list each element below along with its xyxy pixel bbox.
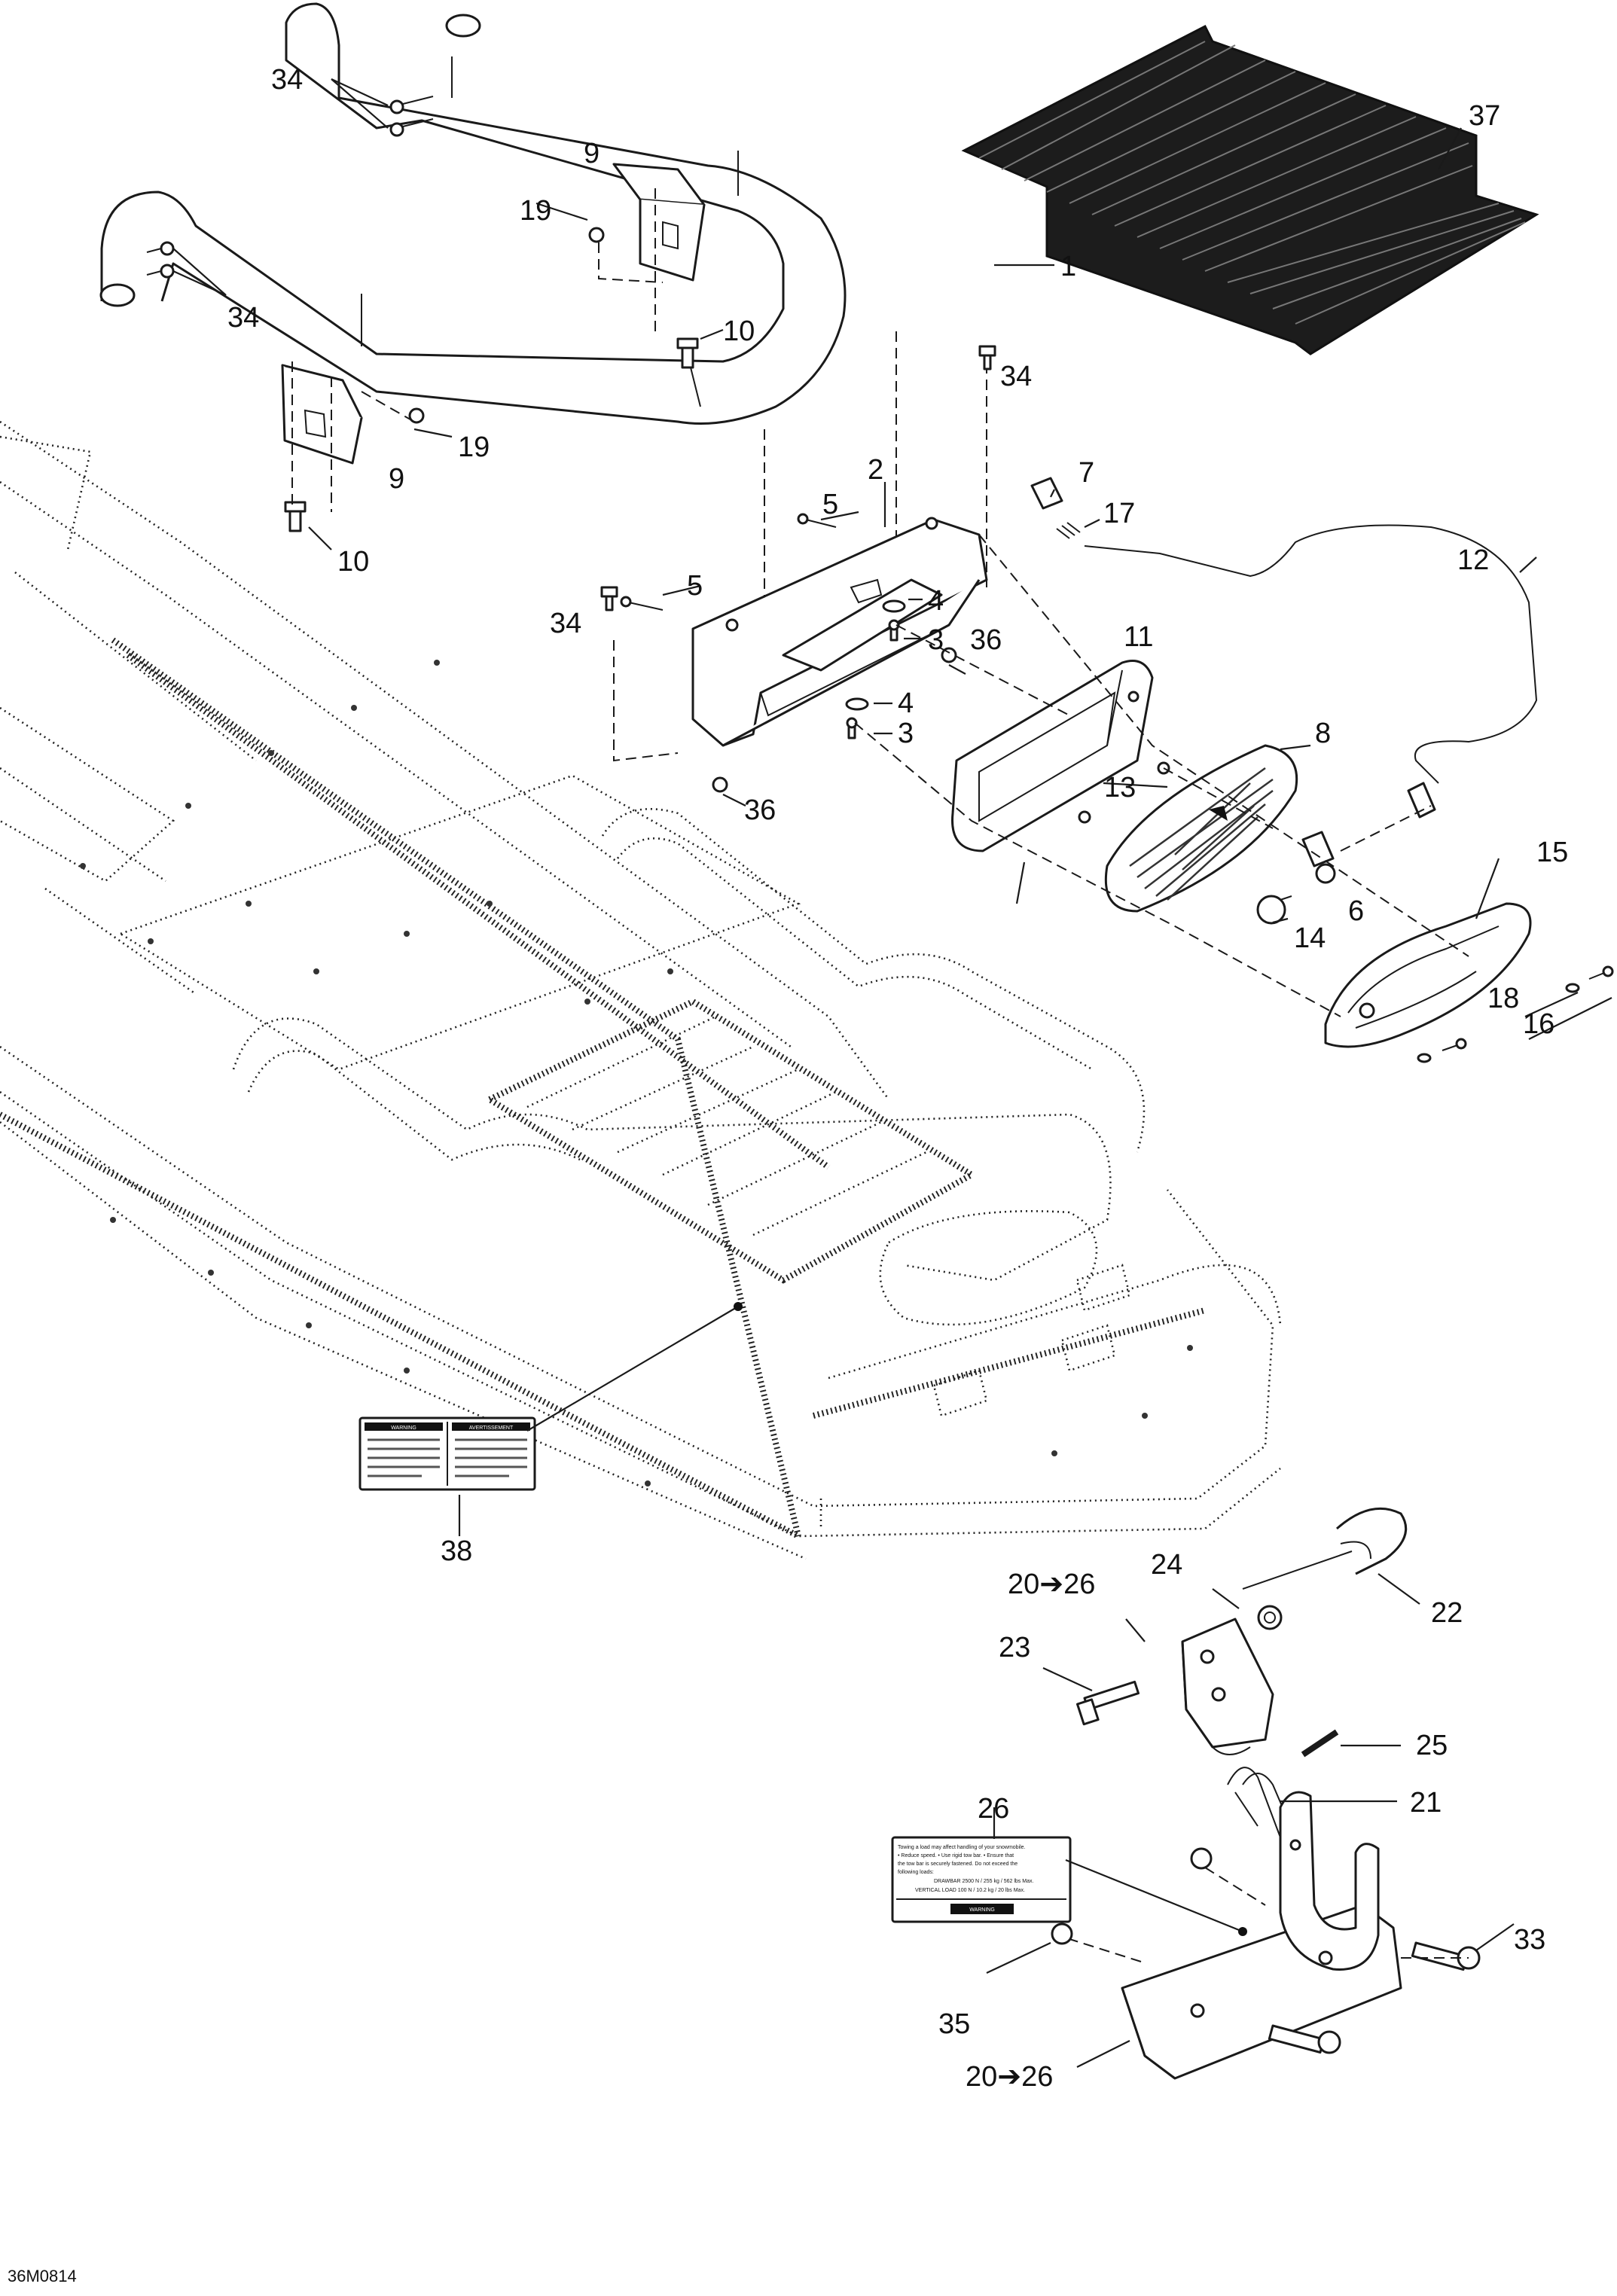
callout-1: 1 — [1060, 251, 1076, 282]
callout-8: 8 — [1315, 718, 1331, 749]
callout-9-lower: 9 — [389, 463, 404, 495]
callout-2: 2 — [868, 454, 883, 486]
rivet-dots — [80, 660, 1193, 1486]
callout-9-upper: 9 — [584, 138, 600, 169]
nut-part-24 — [1257, 1605, 1283, 1630]
callout-4-upper: 4 — [928, 585, 944, 617]
decal-38-warning-fr: AVERTISSEMENT — [469, 1425, 514, 1431]
screw-part-16 — [1442, 965, 1614, 1051]
hitch-latch-part-20 — [1181, 1618, 1274, 1755]
nut-part-19 — [408, 227, 605, 424]
nut-part-36 — [712, 647, 957, 793]
callout-4-lower: 4 — [898, 688, 914, 719]
callout-10-lower: 10 — [337, 546, 369, 578]
callout-26: 26 — [978, 1793, 1009, 1825]
bracket-part-9-upper — [612, 163, 706, 282]
callout-21: 21 — [1410, 1787, 1442, 1819]
screw-part-34-lower — [600, 345, 996, 611]
hitch-pin-part-22 — [1242, 1507, 1408, 1590]
decal-26-line-6: VERTICAL LOAD 100 N / 10.2 kg / 20 lbs M… — [915, 1888, 1025, 1893]
callout-20-upper: 20➔26 — [1008, 1569, 1095, 1600]
callout-7: 7 — [1079, 457, 1094, 489]
callout-38: 38 — [441, 1535, 472, 1567]
nut-part-35 — [1051, 1847, 1213, 1945]
callout-19-upper: 19 — [520, 195, 551, 227]
hitch-bracket-part-20 — [1121, 1791, 1402, 2080]
terminal-part-17 — [1056, 522, 1081, 539]
wiring-harness-part-12 — [1084, 524, 1538, 819]
decal-26-line-1: Towing a load may affect handling of you… — [898, 1845, 1026, 1850]
callout-36-upper: 36 — [970, 624, 1002, 656]
decal-26-line-4: following loads: — [898, 1870, 934, 1875]
callout-19-lower: 19 — [458, 431, 490, 463]
callout-23: 23 — [999, 1632, 1030, 1663]
callout-18: 18 — [1487, 983, 1519, 1014]
light-housing-part-11 — [951, 660, 1154, 852]
callout-12: 12 — [1457, 544, 1489, 576]
warning-decal-part-38: WARNING AVERTISSEMENT — [358, 1416, 536, 1491]
callout-14: 14 — [1294, 922, 1326, 954]
callout-13: 13 — [1104, 772, 1136, 803]
callout-17: 17 — [1103, 498, 1135, 529]
callout-34-mid: 34 — [550, 608, 581, 639]
leader-lines — [172, 78, 1612, 2068]
bulb-part-14 — [1256, 895, 1292, 925]
rack-mat-part-37 — [961, 24, 1539, 355]
roll-pin-part-25 — [1301, 1729, 1339, 1758]
callout-10-upper: 10 — [723, 316, 755, 347]
callout-35: 35 — [938, 2008, 970, 2040]
callout-37: 37 — [1469, 100, 1500, 132]
callout-15: 15 — [1536, 837, 1568, 868]
bolt-part-23 — [1075, 1680, 1140, 1726]
callout-24: 24 — [1151, 1549, 1182, 1581]
screw-part-34 — [146, 96, 434, 279]
washer-part-4 — [845, 599, 906, 711]
decal-26-line-5: DRAWBAR 2500 N / 255 kg / 562 lbs Max. — [934, 1879, 1033, 1884]
diagram-code: 36M0814 — [8, 2267, 77, 2285]
callout-11: 11 — [1124, 621, 1153, 653]
callout-5-upper: 5 — [822, 489, 838, 520]
callout-34-right: 34 — [1000, 361, 1032, 392]
spring-part-21 — [1227, 1767, 1296, 1838]
callout-33: 33 — [1514, 1924, 1545, 1956]
callout-34-top: 34 — [271, 64, 303, 96]
callout-22: 22 — [1431, 1597, 1463, 1629]
lens-part-15 — [1324, 902, 1532, 1048]
callout-3-lower: 3 — [898, 718, 914, 749]
screw-part-3 — [846, 619, 900, 739]
callout-20-lower: 20➔26 — [966, 2061, 1053, 2093]
callout-16: 16 — [1523, 1008, 1554, 1040]
grab-handle-part-1 — [99, 2, 847, 425]
decal-26-line-3: the tow bar is securely fastened. Do not… — [898, 1861, 1017, 1867]
callout-6: 6 — [1348, 895, 1364, 927]
callout-36-lower: 36 — [744, 794, 776, 826]
reflector-part-8 — [1104, 744, 1298, 913]
callout-25: 25 — [1416, 1730, 1448, 1761]
assembly-lines-hitch — [1069, 1867, 1469, 1962]
bolt-part-33 — [1268, 1941, 1481, 2054]
connector-part-7 — [1030, 477, 1063, 510]
assembly-lines-taillight — [854, 534, 1469, 1017]
decal-26-warning: WARNING — [969, 1907, 995, 1913]
callout-34-left: 34 — [227, 302, 259, 334]
bracket-part-9-lower — [281, 364, 363, 465]
callout-labels: 1 2 3 3 4 4 5 5 6 7 8 9 9 10 10 11 12 13… — [227, 64, 1568, 2093]
bulb-socket-part-6 — [1301, 831, 1336, 884]
bolt-part-10 — [284, 337, 699, 532]
decal-38-warning-en: WARNING — [391, 1425, 416, 1431]
decal-26-line-2: • Reduce speed. • Use rigid tow bar. • E… — [898, 1853, 1014, 1858]
callout-5-lower: 5 — [687, 570, 703, 602]
washer-part-18 — [1417, 983, 1580, 1063]
warning-decal-part-26: Towing a load may affect handling of you… — [891, 1836, 1072, 1923]
callout-3-upper: 3 — [928, 624, 944, 656]
chassis-tunnel — [0, 420, 1282, 1560]
bolt-part-5 — [620, 513, 837, 611]
